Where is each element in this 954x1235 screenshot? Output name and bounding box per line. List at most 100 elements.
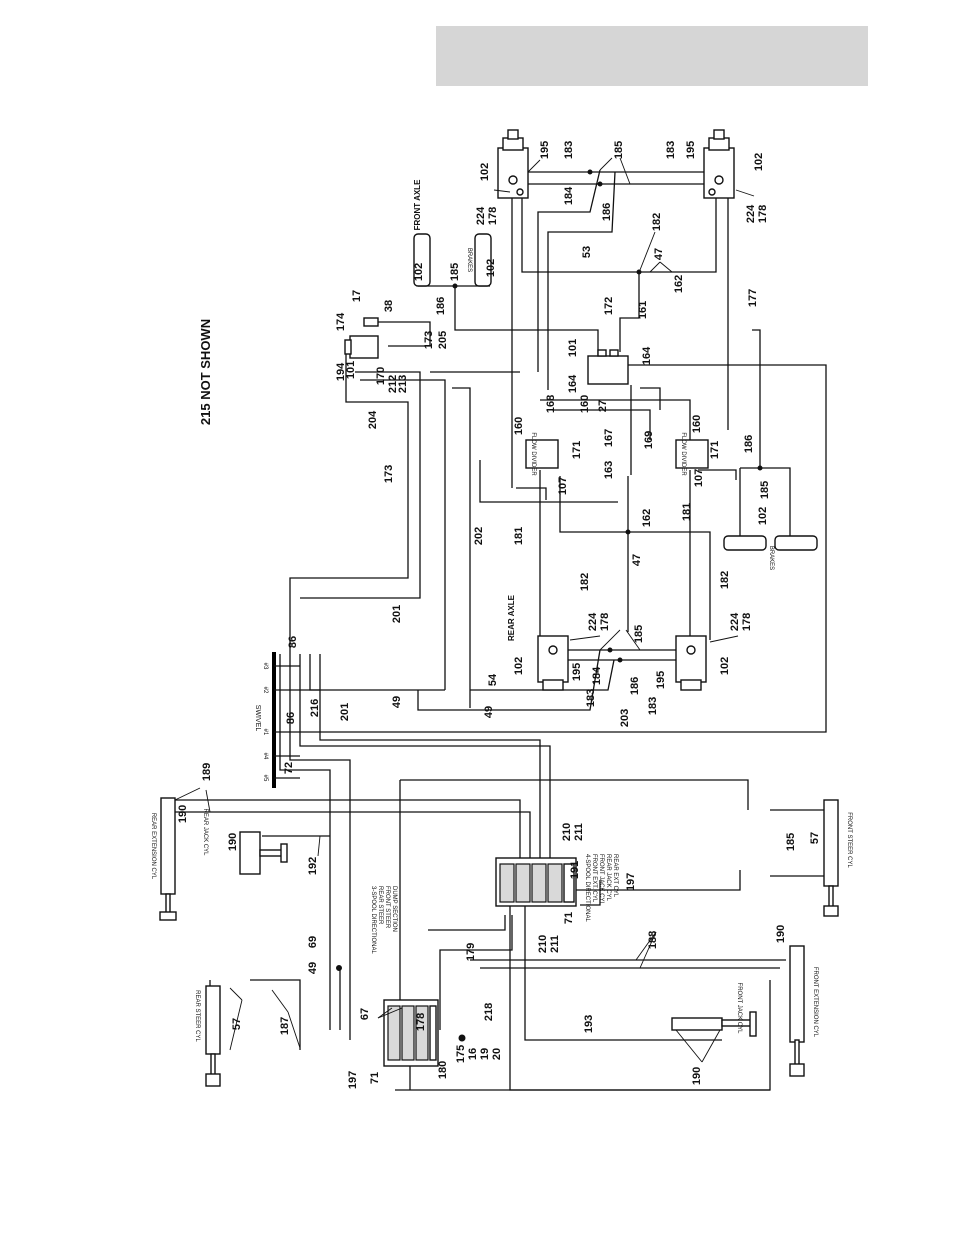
callout: 178 [757,205,769,223]
callout: 183 [563,141,575,159]
callout: 54 [487,673,499,686]
callout: 178 [599,613,611,631]
callout: 191 [569,861,581,879]
callout: 102 [753,153,765,171]
callout: 171 [709,441,721,459]
valve-3-spool-label-3: DUMP SECTION [391,886,397,932]
front-extension-cyl: FRONT EXTENSION CYL [789,945,818,1077]
callout: 160 [579,395,591,413]
valve-4-spool-label-1: FRONT EXT. CYL [591,854,597,903]
swivel-label: SWIVEL [254,705,261,732]
front-extension-cyl-label: FRONT EXTENSION CYL [812,967,818,1038]
callout: 86 [285,712,297,724]
rear-axle-motor-right [675,635,707,691]
callout: 161 [637,301,649,319]
callout: 107 [693,469,705,487]
callout: 164 [567,374,579,393]
callout: 71 [563,912,575,924]
callout: 194 [335,362,347,381]
callout: 162 [673,275,685,293]
callout: 205 [437,331,449,349]
callout: 178 [415,1013,427,1031]
callout: 178 [741,613,753,631]
callout: 183 [647,697,659,715]
callout: 53 [581,246,593,258]
callout: 184 [563,186,575,205]
manifold-center [587,349,629,385]
callout: 216 [309,699,321,717]
callout: 102 [513,657,525,675]
callout: 185 [785,833,797,851]
callout: 173 [383,465,395,483]
callout: 204 [367,410,379,429]
brake-valve-top [344,317,379,359]
callout: 197 [625,873,637,891]
callout: 189 [201,763,213,781]
callout: 172 [603,297,615,315]
valve-4-spool-label-2: FRONT JACK CYL [598,854,604,906]
valve-4-spool-label-0: 4-SPOOL DIRECTIONAL [584,854,590,922]
callout: 203 [619,709,631,727]
callout: 201 [391,605,403,623]
callout: 211 [573,823,585,841]
front-steer-cyl-label: FRONT STEER CYL [846,812,852,868]
front-axle-motor-left [497,129,529,199]
callout: 186 [629,677,641,695]
callout: 57 [231,1018,243,1030]
callout: 186 [435,297,447,315]
front-axle-label: FRONT AXLE [413,179,422,230]
rear-axle-label: REAR AXLE [507,594,516,641]
note-not-shown: 215 NOT SHOWN [198,319,213,425]
callout: 182 [579,573,591,591]
callout: 179 [465,943,477,961]
callout: 27 [597,400,609,412]
swivel-port-2: #2 [262,687,268,694]
callout: 163 [603,461,615,479]
callout: 182 [651,213,663,231]
callout: 177 [747,289,759,307]
rear-jack-cyl: REAR JACK CYL [202,808,288,875]
rear-steer-cyl-label: REAR STEER CYL [194,990,200,1042]
callout: 190 [691,1067,703,1085]
callout: 160 [513,417,525,435]
callout: 38 [383,300,395,312]
brakes-bottom: BRAKES [723,467,818,570]
rear-steer-cyl: REAR STEER CYL [194,985,221,1087]
callout: 224 [729,612,741,631]
callout: 190 [177,805,189,823]
front-axle-motor-right [703,129,735,199]
callout: 57 [809,832,821,844]
callout: 224 [475,206,487,225]
flow-divider-lower: FLOW DIVIDER [675,432,709,476]
callout: 182 [719,571,731,589]
valve-3-spool: 3-SPOOL DIRECTIONAL REAR STEER FRONT STE… [370,886,439,1067]
callout: 181 [681,503,693,521]
callouts: 195 183 185 183 195 102 102 184 186 224 … [177,141,821,1089]
callout: 185 [449,263,461,281]
callout: 69 [307,936,319,948]
callout: 186 [743,435,755,453]
callout: 178 [487,207,499,225]
callout: 102 [757,507,769,525]
valve-4-spool-label-3: REAR JACK CYL [605,854,611,902]
header-banner [436,26,868,86]
callout: 185 [759,481,771,499]
callout: 195 [571,663,583,681]
valve-3-spool-label-0: 3-SPOOL DIRECTIONAL [370,886,376,954]
callout: 202 [473,527,485,545]
callout: 224 [745,204,757,223]
callout: 185 [633,625,645,643]
brakes-top-label: BRAKES [466,248,472,272]
brakes-top: BRAKES [413,233,492,287]
callout: 71 [369,1072,381,1084]
swivel-port-5: #5 [262,775,268,782]
callout: 187 [279,1017,291,1035]
callout: 210 [561,823,573,841]
rear-extension-cyl: REAR EXTENSION CYL [150,797,177,921]
callout: 101 [345,361,357,379]
callout: 167 [603,429,615,447]
callout: 213 [397,375,409,393]
callout: 184 [591,666,603,685]
callout: 174 [335,312,347,331]
callout: 188 [647,931,659,949]
